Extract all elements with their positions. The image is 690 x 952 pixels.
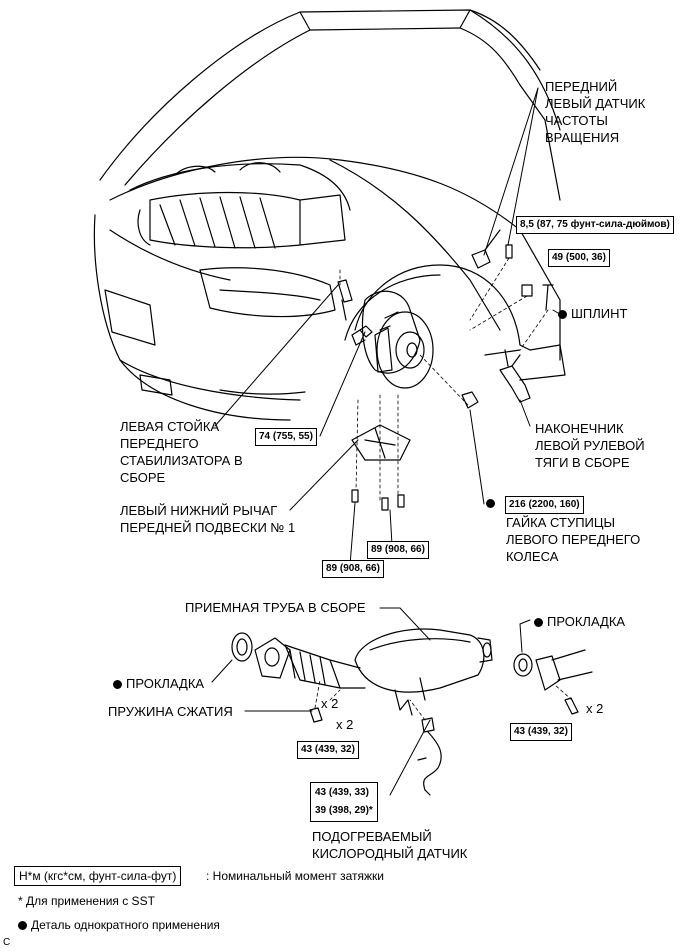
legend-single-use: Деталь однократного применения [18, 918, 220, 932]
label-gasket-right: ПРОКЛАДКА [534, 613, 625, 630]
multiplier-spring-a: x 2 [321, 696, 339, 711]
torque-tie-rod-nut: 49 (500, 36) [548, 249, 610, 267]
label-cotter-pin: ШПЛИНТ [558, 305, 627, 322]
label-compression-spring: ПРУЖИНА СЖАТИЯ [108, 704, 233, 719]
single-use-icon [534, 618, 543, 627]
single-use-icon [558, 310, 567, 319]
label-gasket-left-text: ПРОКЛАДКА [126, 676, 205, 691]
legend-torque-desc: : Номинальный момент затяжки [206, 869, 384, 883]
legend-torque-box: Н*м (кгс*см, фунт-сила-фут) [14, 866, 182, 886]
car-illustration [93, 9, 566, 421]
suspension-parts [337, 229, 554, 511]
torque-stabilizer-nut: 74 (755, 55) [255, 428, 317, 446]
label-tie-rod-end: НАКОНЕЧНИК ЛЕВОЙ РУЛЕВОЙ ТЯГИ В СБОРЕ [535, 421, 645, 470]
label-front-speed-sensor: ПЕРЕДНИЙ ЛЕВЫЙ ДАТЧИК ЧАСТОТЫ ВРАЩЕНИЯ [545, 79, 646, 145]
label-gasket-left: ПРОКЛАДКА [113, 675, 204, 692]
multiplier-spring-b: x 2 [336, 717, 354, 732]
single-use-icon [113, 680, 122, 689]
torque-speed-sensor-bolt: 8,5 (87, 75 фунт-сила-дюймов) [516, 216, 674, 234]
assembly-lines [339, 257, 549, 501]
hub-nut-marker [486, 499, 495, 508]
label-front-pipe: ПРИЕМНАЯ ТРУБА В СБОРЕ [185, 600, 366, 615]
label-cotter-pin-text: ШПЛИНТ [571, 306, 628, 321]
torque-lower-arm-b: 89 (908, 66) [322, 560, 384, 578]
legend-sst-note: * Для применения с SST [18, 894, 155, 908]
single-use-icon [18, 921, 27, 930]
exhaust-assembly-lines [314, 679, 573, 721]
corner-mark: C [3, 937, 11, 948]
label-gasket-right-text: ПРОКЛАДКА [547, 614, 626, 629]
torque-pipe-right: 43 (439, 32) [510, 723, 572, 741]
multiplier-right-bolt: x 2 [586, 701, 604, 716]
label-stabilizer-link: ЛЕВАЯ СТОЙКА ПЕРЕДНЕГО СТАБИЛИЗАТОРА В С… [120, 419, 243, 485]
torque-lower-arm-a: 89 (908, 66) [367, 541, 429, 559]
legend-single-use-text: Деталь однократного применения [31, 918, 220, 932]
label-oxygen-sensor: ПОДОГРЕВАЕМЫЙ КИСЛОРОДНЫЙ ДАТЧИК [312, 829, 468, 861]
label-hub-nut: ГАЙКА СТУПИЦЫ ЛЕВОГО ПЕРЕДНЕГО КОЛЕСА [506, 515, 641, 564]
torque-hub-nut: 216 (2200, 160) [505, 496, 584, 514]
exhaust-parts [231, 628, 593, 796]
label-lower-arm: ЛЕВЫЙ НИЖНИЙ РЫЧАГ ПЕРЕДНЕЙ ПОДВЕСКИ № 1 [120, 503, 296, 535]
torque-pipe-left: 43 (439, 32) [297, 741, 359, 759]
torque-o2-sensor: 43 (439, 33) 39 (398, 29)* [310, 782, 378, 822]
leader-lines [211, 87, 559, 796]
